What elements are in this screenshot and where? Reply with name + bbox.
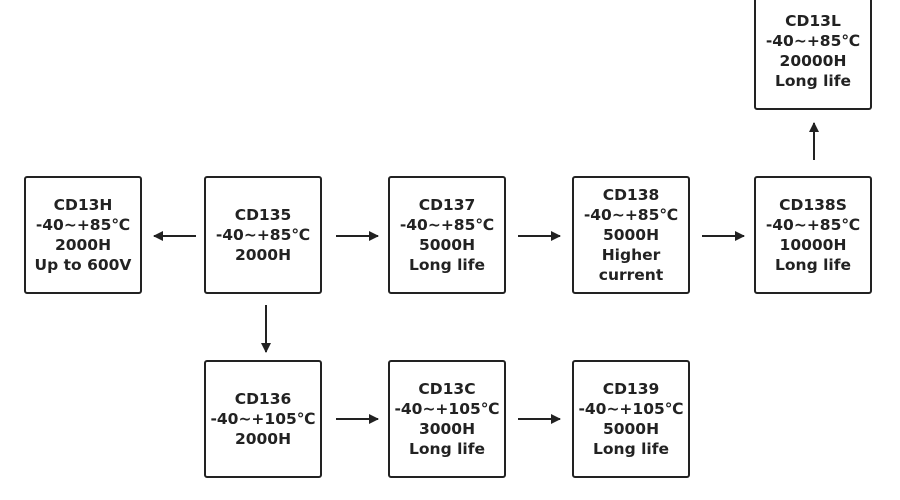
node-temp-range: -40~+85℃ <box>35 216 131 234</box>
node-cd135: CD135 -40~+85℃ 2000H <box>204 176 322 294</box>
node-name: CD135 <box>234 206 292 224</box>
node-note: Long life <box>409 440 485 458</box>
node-cd138s: CD138S -40~+85℃ 10000H Long life <box>754 176 872 294</box>
node-cd139: CD139 -40~+105℃ 5000H Long life <box>572 360 690 478</box>
node-name: CD138S <box>779 196 847 214</box>
node-note: Higher <box>601 246 661 264</box>
node-lifetime: 2000H <box>234 430 292 448</box>
node-lifetime: 2000H <box>54 236 112 254</box>
node-note: Long life <box>775 72 851 90</box>
node-cd13h: CD13H -40~+85℃ 2000H Up to 600V <box>24 176 142 294</box>
node-lifetime: 20000H <box>779 52 847 70</box>
node-name: CD13C <box>418 380 476 398</box>
node-name: CD137 <box>418 196 476 214</box>
node-lifetime: 2000H <box>234 246 292 264</box>
node-temp-range: -40~+85℃ <box>215 226 311 244</box>
node-temp-range: -40~+105℃ <box>578 400 684 418</box>
node-temp-range: -40~+85℃ <box>399 216 495 234</box>
node-temp-range: -40~+105℃ <box>210 410 316 428</box>
node-note: Long life <box>593 440 669 458</box>
node-name: CD138 <box>602 186 660 204</box>
node-note: current <box>598 266 664 284</box>
node-temp-range: -40~+85℃ <box>765 216 861 234</box>
node-name: CD136 <box>234 390 292 408</box>
node-name: CD13H <box>53 196 113 214</box>
node-lifetime: 5000H <box>418 236 476 254</box>
node-temp-range: -40~+105℃ <box>394 400 500 418</box>
node-lifetime: 10000H <box>779 236 847 254</box>
node-note: Long life <box>409 256 485 274</box>
node-cd13l: CD13L -40~+85℃ 20000H Long life <box>754 0 872 110</box>
node-cd138: CD138 -40~+85℃ 5000H Higher current <box>572 176 690 294</box>
node-lifetime: 5000H <box>602 420 660 438</box>
node-lifetime: 5000H <box>602 226 660 244</box>
node-cd136: CD136 -40~+105℃ 2000H <box>204 360 322 478</box>
node-name: CD139 <box>602 380 660 398</box>
node-cd13c: CD13C -40~+105℃ 3000H Long life <box>388 360 506 478</box>
node-lifetime: 3000H <box>418 420 476 438</box>
node-note: Up to 600V <box>34 256 132 274</box>
node-temp-range: -40~+85℃ <box>765 32 861 50</box>
node-name: CD13L <box>785 12 841 30</box>
node-temp-range: -40~+85℃ <box>583 206 679 224</box>
node-note: Long life <box>775 256 851 274</box>
node-cd137: CD137 -40~+85℃ 5000H Long life <box>388 176 506 294</box>
